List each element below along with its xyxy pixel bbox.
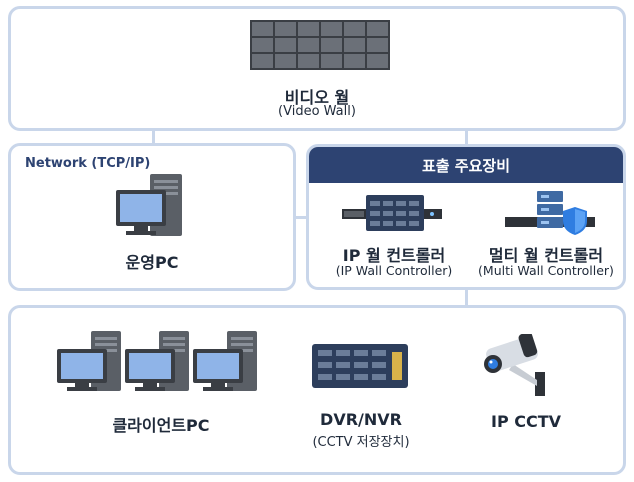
video-wall-tile: [298, 22, 319, 36]
desktop-pc-icon: [116, 174, 182, 236]
client-devices-panel: 클라이언트PC DVR/NVR (CCTV 저장장치) IP CCTV: [8, 305, 626, 475]
video-wall-tile: [367, 38, 388, 52]
display-equipment-panel: 표출 주요장비 IP 월 컨트롤러 (IP Wall Controller) 멀…: [306, 144, 626, 290]
connector-top-to-middle: [152, 131, 155, 143]
client-pc-title: 클라이언트PC: [112, 416, 210, 435]
video-wall-tile: [298, 38, 319, 52]
connector-top-to-main: [465, 131, 468, 144]
video-wall-icon: [250, 20, 390, 70]
video-wall-tile: [321, 38, 342, 52]
video-wall-tile: [367, 54, 388, 68]
video-wall-tile: [344, 22, 365, 36]
connector-main-to-bottom: [465, 290, 468, 305]
rack-server-icon: [342, 195, 442, 231]
desktop-pc-group-icon: [57, 331, 257, 391]
circuit-board-icon: [312, 344, 408, 388]
dvr-nvr-title: DVR/NVR: [320, 410, 402, 429]
video-wall-tile: [275, 22, 296, 36]
dvr-nvr-subtitle: (CCTV 저장장치): [312, 435, 410, 450]
video-wall-tile: [252, 54, 273, 68]
video-wall-subtitle: (Video Wall): [278, 104, 356, 119]
ip-cctv-title: IP CCTV: [490, 412, 562, 431]
video-wall-tile: [321, 22, 342, 36]
video-wall-tile: [275, 54, 296, 68]
display-equipment-header: 표출 주요장비: [309, 147, 623, 183]
ops-pc-title: 운영PC: [125, 253, 179, 272]
network-label: Network (TCP/IP): [25, 156, 151, 171]
video-wall-tile: [275, 38, 296, 52]
video-wall-tile: [298, 54, 319, 68]
video-wall-tile: [252, 22, 273, 36]
video-wall-tile: [367, 22, 388, 36]
video-wall-tile: [344, 38, 365, 52]
server-shield-icon: [505, 191, 595, 235]
video-wall-panel: 비디오 월 (Video Wall): [8, 6, 626, 131]
ip-controller-subtitle: (IP Wall Controller): [335, 263, 453, 278]
video-wall-tile: [252, 38, 273, 52]
video-wall-title: 비디오 월: [284, 88, 350, 107]
connector-ops-to-main: [296, 216, 306, 219]
ip-controller-title: IP 월 컨트롤러: [342, 246, 446, 265]
multi-controller-subtitle: (Multi Wall Controller): [478, 263, 614, 278]
operations-panel: Network (TCP/IP) 운영PC: [8, 143, 296, 291]
video-wall-tile: [344, 54, 365, 68]
video-wall-tile: [321, 54, 342, 68]
multi-controller-title: 멀티 월 컨트롤러: [488, 246, 604, 265]
cctv-camera-icon: [484, 334, 545, 396]
